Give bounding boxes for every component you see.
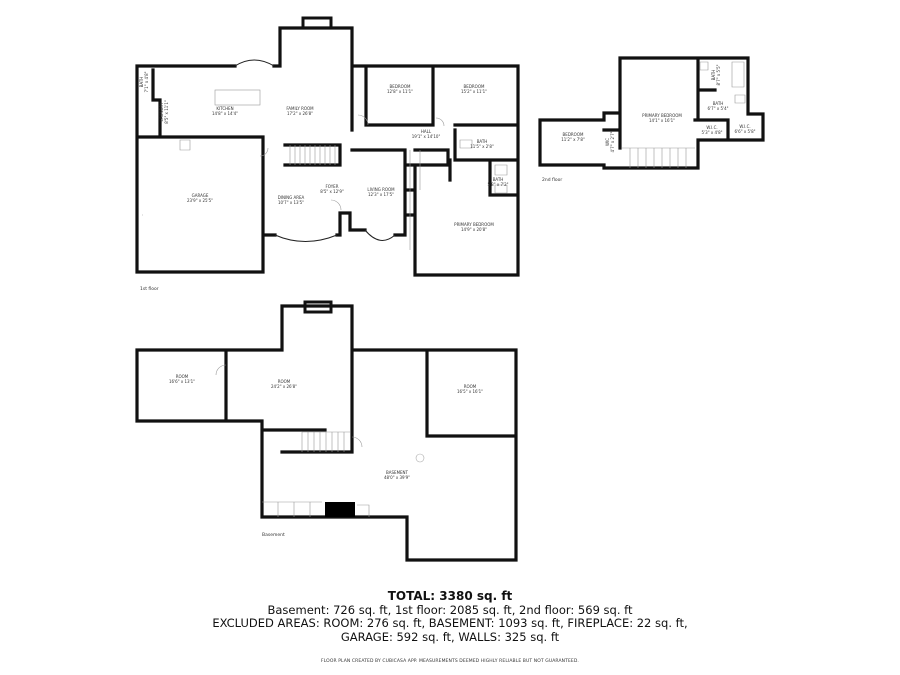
room-name: HALL	[421, 129, 432, 134]
room-size: 24'2" x 26'8"	[271, 384, 297, 389]
bay-window-living	[364, 229, 396, 241]
floor-label: 1st floor	[140, 286, 159, 292]
room-name: LIVING ROOM	[367, 187, 395, 192]
room-name: BATH	[139, 77, 144, 88]
room-name: KITCHEN	[216, 106, 233, 111]
room-size: 14'8" x 14'4"	[212, 111, 238, 116]
first-floor-plan: 1st floor KITCHEN 14'8" x 14'4" FAMILY R…	[135, 16, 520, 292]
floor-label: 2nd floor	[542, 177, 562, 183]
room-name: W.I.C.	[706, 125, 717, 130]
bay-window-kitchen	[234, 59, 275, 67]
room-name: BATH	[493, 177, 504, 182]
door-swings	[215, 364, 363, 448]
room-name: BEDROOM	[464, 84, 485, 89]
basement-plan: Basement ROOM 16'6" x 13'1" ROOM 24'2" x…	[135, 300, 518, 562]
room-size: 8'7" x 5'5"	[716, 64, 721, 85]
room-name: BEDROOM	[563, 132, 584, 137]
room-name: BASEMENT	[386, 470, 409, 475]
stairs	[622, 147, 695, 168]
excluded-areas: EXCLUDED AREAS: ROOM: 276 sq. ft, BASEME…	[212, 616, 688, 630]
room-size: 8'5" x 11'1"	[164, 100, 169, 124]
area-summary: TOTAL: 3380 sq. ft Basement: 726 sq. ft,…	[0, 589, 900, 669]
room-size: 8'5" x 12'9"	[320, 189, 344, 194]
room-size: 17'2" x 26'8"	[287, 111, 313, 116]
room-name: DINING AREA	[278, 195, 305, 200]
room-size: 14'1" x 16'1"	[649, 118, 675, 123]
room-size: 5'3" x 4'8"	[702, 130, 723, 135]
room-name: LAUNDRY	[159, 102, 164, 122]
floor-label: Basement	[262, 532, 285, 538]
basement-fireplace	[325, 502, 355, 517]
room-name: FOYER	[326, 184, 339, 189]
room-name: BEDROOM	[390, 84, 411, 89]
bay-window-dining	[274, 234, 338, 242]
stairs	[289, 145, 336, 165]
room-name: BATH	[713, 101, 724, 106]
room-size: 12'8" x 11'1"	[387, 89, 413, 94]
room-name: PRIMARY BEDROOM	[454, 222, 494, 227]
disclaimer: FLOOR PLAN CREATED BY CUBICASA APP. MEAS…	[321, 659, 579, 664]
room-size: 12'3" x 17'5"	[368, 192, 394, 197]
room-name: ROOM	[278, 379, 291, 384]
room-size: 19'1" x 14'10"	[412, 134, 441, 139]
room-size: 4'7" x 2'7"	[610, 131, 615, 152]
door-swings	[259, 114, 445, 211]
room-name: FAMILY ROOM	[286, 106, 314, 111]
room-size: 6'7" x 5'4"	[708, 106, 729, 111]
stairs	[262, 431, 370, 517]
room-size: 11'5" x 2'8"	[470, 144, 494, 149]
room-size: 48'0" x 39'9"	[384, 475, 410, 480]
room-size: 7'1" x 4'8"	[144, 71, 149, 92]
room-size: 16'6" x 13'1"	[169, 379, 195, 384]
room-size: 14'9" x 20'8"	[461, 227, 487, 232]
room-name: ROOM	[464, 384, 477, 389]
room-name: WIC	[605, 138, 610, 146]
room-size: 5'8" x 7'2"	[488, 182, 509, 187]
second-floor-walls	[538, 56, 765, 170]
room-name: BATH	[477, 139, 488, 144]
room-size: 15'2" x 11'1"	[461, 89, 487, 94]
room-size: 10'7" x 13'5"	[278, 200, 304, 205]
room-size: 6'6" x 5'8"	[735, 129, 756, 134]
fireplace	[301, 16, 333, 30]
room-name: W.I.C.	[739, 124, 750, 129]
fireplace	[303, 300, 333, 314]
room-size: 11'2" x 7'8"	[561, 137, 585, 142]
room-size: 16'5" x 16'1"	[457, 389, 483, 394]
second-floor-plan: 2nd floor PRIMARY BEDROOM 14'1" x 16'1" …	[538, 56, 765, 183]
floor-areas: Basement: 726 sq. ft, 1st floor: 2085 sq…	[267, 602, 633, 617]
fixtures	[699, 61, 746, 104]
room-name: BATH	[711, 70, 716, 81]
drain-icon	[415, 453, 425, 463]
fixtures	[142, 139, 508, 250]
kitchen-island	[214, 89, 261, 106]
room-size: 23'9" x 25'5"	[187, 198, 213, 203]
room-name: ROOM	[176, 374, 189, 379]
room-name: GARAGE	[192, 193, 209, 198]
basement-walls	[135, 304, 518, 562]
excluded-areas-cont: GARAGE: 592 sq. ft, WALLS: 325 sq. ft	[340, 629, 560, 644]
room-name: PRIMARY BEDROOM	[642, 113, 682, 118]
total-area: TOTAL: 3380 sq. ft	[387, 589, 513, 603]
